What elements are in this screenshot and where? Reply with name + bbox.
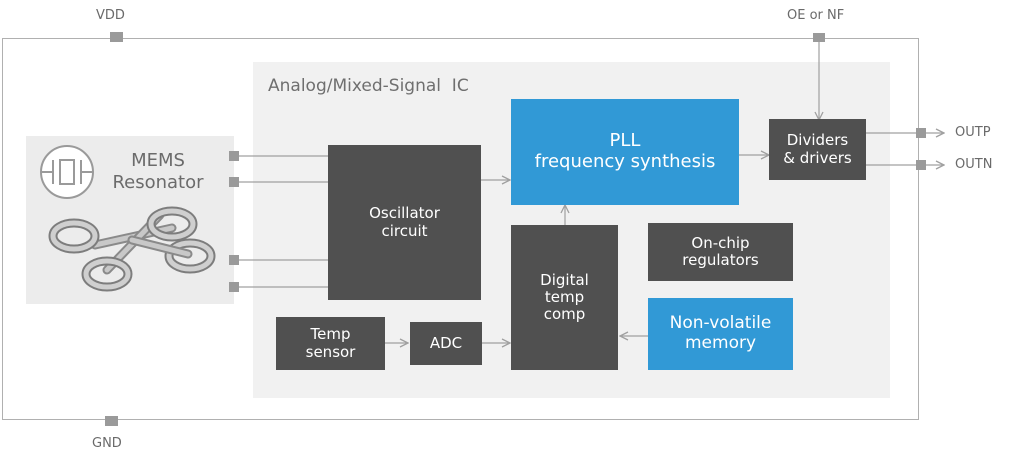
nvm-block: Non-volatile memory (648, 298, 793, 370)
outp-pin (916, 128, 926, 138)
gnd-label: GND (92, 436, 122, 451)
oe-label: OE or NF (787, 8, 845, 23)
package-outline (2, 38, 919, 420)
mems-pin-1 (229, 151, 239, 161)
vdd-label: VDD (96, 8, 125, 23)
adc-label: ADC (429, 333, 463, 352)
digital-temp-comp-label: Digital temp comp (540, 270, 589, 324)
mems-resonator-icon (40, 145, 94, 199)
pll-block: PLL frequency synthesis (511, 99, 739, 205)
vdd-pin (110, 32, 123, 42)
outp-label: OUTP (955, 125, 991, 140)
onchip-regulators-label: On-chip regulators (682, 233, 759, 269)
onchip-regulators-block: On-chip regulators (648, 223, 793, 281)
digital-temp-comp-block: Digital temp comp (511, 225, 618, 370)
oscillator-label: Oscillator circuit (369, 204, 440, 240)
oscillator-block: Oscillator circuit (328, 145, 481, 300)
mems-pin-4 (229, 282, 239, 292)
mems-pin-3 (229, 255, 239, 265)
outn-label: OUTN (955, 157, 993, 172)
gnd-pin (105, 416, 118, 426)
mems-oscillator-wires (238, 155, 328, 288)
temp-sensor-label: Temp sensor (305, 325, 356, 361)
dividers-block: Dividers & drivers (769, 119, 866, 180)
pll-label: PLL frequency synthesis (534, 130, 716, 172)
dividers-label: Dividers & drivers (783, 131, 852, 167)
nvm-label: Non-volatile memory (669, 313, 772, 353)
oe-pin (813, 33, 825, 42)
outn-pin (916, 160, 926, 170)
adc-block: ADC (410, 322, 482, 365)
mems-pin-2 (229, 177, 239, 187)
ic-label: Analog/Mixed-Signal IC (268, 76, 469, 96)
mems-structure-icon (48, 206, 216, 292)
signal-arrows (385, 40, 944, 343)
temp-sensor-block: Temp sensor (276, 317, 385, 370)
mems-label: MEMS Resonator (112, 150, 204, 193)
